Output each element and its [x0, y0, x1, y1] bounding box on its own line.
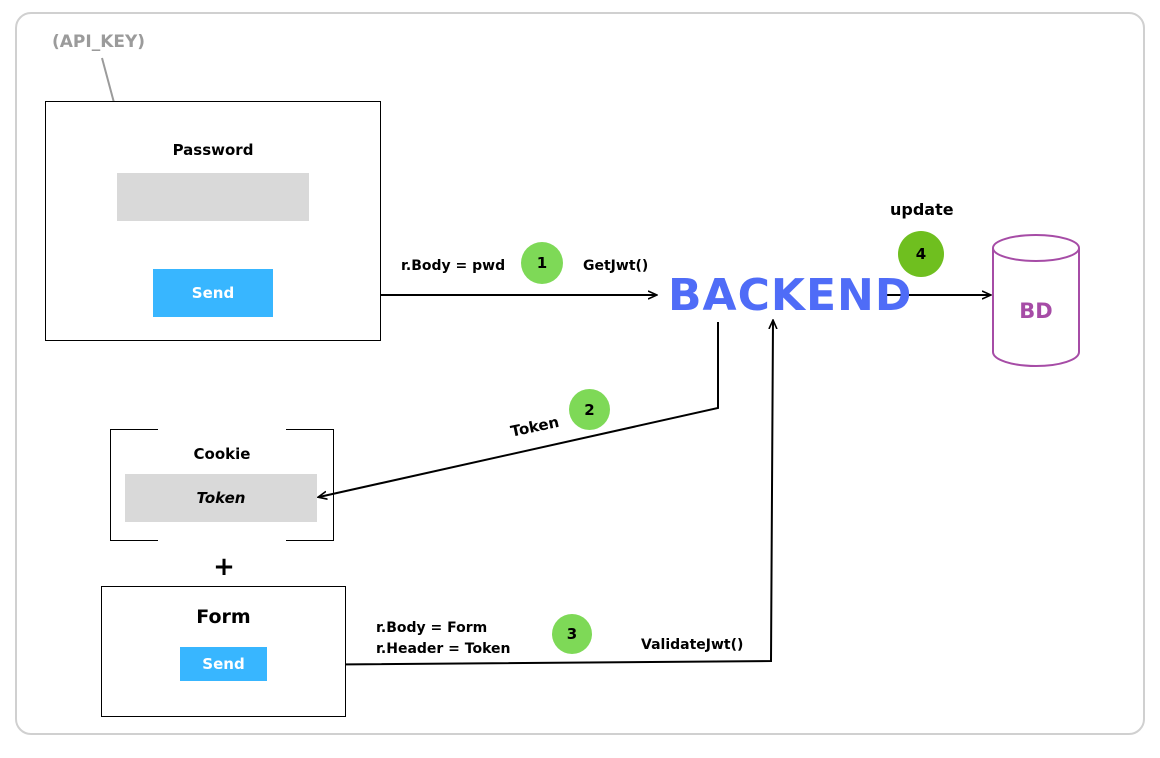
getjwt-label: GetJwt() — [583, 258, 649, 274]
plus-sign: + — [213, 552, 235, 582]
step3-body-label: r.Body = Form — [376, 620, 488, 636]
step3-badge: 3 — [552, 614, 592, 654]
password-label: Password — [172, 141, 254, 159]
step3-header-label: r.Header = Token — [376, 641, 511, 657]
step2-badge: 2 — [569, 389, 610, 430]
cookie-token-field: Token — [125, 474, 317, 522]
send-button[interactable]: Send — [153, 269, 273, 317]
api-key-label: (API_KEY) — [52, 32, 146, 52]
step1-badge: 1 — [521, 242, 563, 284]
diagram-frame — [15, 12, 1145, 735]
form-title: Form — [196, 606, 251, 628]
cookie-bracket-right — [286, 429, 334, 541]
password-field[interactable] — [117, 173, 309, 221]
database-cylinder-icon — [992, 234, 1080, 367]
cookie-bracket-left — [110, 429, 158, 541]
token-return-arrow — [319, 322, 719, 497]
cookie-title: Cookie — [193, 445, 251, 463]
update-label: update — [890, 200, 954, 219]
validatejwt-label: ValidateJwt() — [641, 637, 744, 653]
validate-arrow — [267, 321, 773, 666]
backend-label: BACKEND — [668, 270, 913, 321]
step4-badge: 4 — [898, 231, 944, 277]
form-send-button[interactable]: Send — [180, 647, 267, 681]
database-label: BD — [1019, 299, 1053, 323]
step1-body-label: r.Body = pwd — [401, 258, 506, 274]
